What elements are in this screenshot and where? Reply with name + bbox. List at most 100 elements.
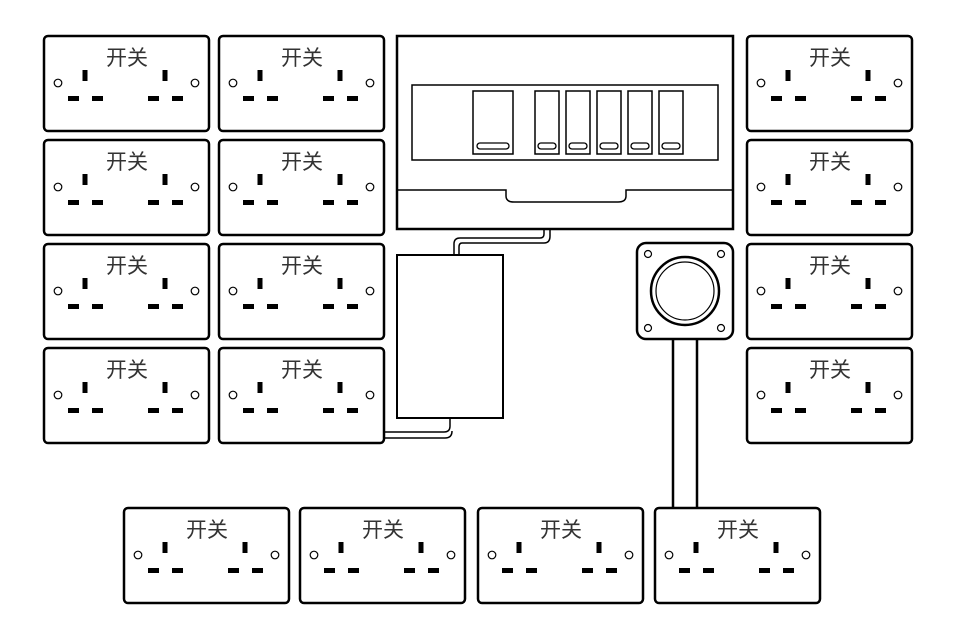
double-power-socket: 开关: [217, 346, 386, 445]
screw-hole: [893, 78, 903, 88]
circuit-breaker: [534, 90, 560, 155]
power-sockets: 开关开关开关开关开关开关开关开关开关开关开关开关开关开关开关开关: [42, 34, 914, 605]
screw-hole: [228, 286, 238, 296]
socket-switch-mark: 开关: [281, 46, 323, 70]
socket-switch-mark: 开关: [809, 254, 851, 278]
socket-switch-mark: 开关: [281, 358, 323, 382]
socket-outlet: [324, 542, 359, 573]
socket-outlet: [243, 382, 278, 413]
socket-switch-mark: 开关: [106, 46, 148, 70]
double-power-socket: 开关: [217, 138, 386, 237]
socket-outlet: [404, 542, 439, 573]
socket-switch-mark: 开关: [106, 150, 148, 174]
cable-consumer-unit-to-junction-box: [453, 229, 551, 255]
socket-outlet: [582, 542, 617, 573]
screw-hole: [446, 550, 456, 560]
screw-hole: [309, 550, 319, 560]
socket-outlet: [323, 382, 358, 413]
circuit-breaker: [596, 90, 622, 155]
socket-outlet: [851, 70, 886, 101]
socket-outlet: [679, 542, 714, 573]
socket-outlet: [68, 174, 103, 205]
socket-switch-mark: 开关: [809, 150, 851, 174]
double-power-socket: 开关: [745, 34, 914, 133]
conduit-outlet-to-socket: [671, 339, 699, 508]
screw-hole: [190, 286, 200, 296]
double-power-socket: 开关: [217, 242, 386, 341]
screw-hole: [270, 550, 280, 560]
screw-hole: [756, 286, 766, 296]
double-power-socket: 开关: [476, 506, 645, 605]
socket-outlet: [148, 278, 183, 309]
double-power-socket: 开关: [42, 138, 211, 237]
socket-switch-mark: 开关: [540, 518, 582, 542]
socket-switch-mark: 开关: [281, 254, 323, 278]
double-power-socket: 开关: [122, 506, 291, 605]
main-switch: [472, 90, 514, 155]
junction-box: [396, 254, 504, 419]
circuit-breakers: [534, 90, 684, 155]
screw-hole: [893, 286, 903, 296]
screw-hole: [53, 390, 63, 400]
circuit-breaker: [658, 90, 684, 155]
socket-outlet: [148, 174, 183, 205]
double-power-socket: 开关: [745, 138, 914, 237]
screw-hole: [365, 390, 375, 400]
screw-hole: [624, 550, 634, 560]
socket-outlet: [148, 542, 183, 573]
screw-hole: [756, 78, 766, 88]
screw-hole: [365, 78, 375, 88]
socket-switch-mark: 开关: [106, 358, 148, 382]
screw-hole: [801, 550, 811, 560]
socket-outlet: [771, 278, 806, 309]
screw-hole: [756, 182, 766, 192]
socket-outlet: [771, 174, 806, 205]
circuit-breaker: [627, 90, 653, 155]
screw-hole: [190, 390, 200, 400]
socket-outlet: [148, 70, 183, 101]
screw-hole: [365, 182, 375, 192]
screw-hole: [228, 390, 238, 400]
socket-outlet: [243, 70, 278, 101]
socket-outlet: [228, 542, 263, 573]
circuit-breaker: [565, 90, 591, 155]
socket-outlet: [68, 382, 103, 413]
socket-outlet: [851, 278, 886, 309]
socket-outlet: [148, 382, 183, 413]
screw-hole: [190, 78, 200, 88]
socket-outlet: [771, 70, 806, 101]
screw-hole: [228, 78, 238, 88]
double-power-socket: 开关: [42, 34, 211, 133]
socket-switch-mark: 开关: [281, 150, 323, 174]
round-cable-outlet: [635, 241, 735, 341]
cable-junction-box-to-sockets: [384, 418, 453, 439]
socket-outlet: [502, 542, 537, 573]
screw-hole: [893, 390, 903, 400]
socket-outlet: [68, 278, 103, 309]
screw-hole: [487, 550, 497, 560]
screw-hole: [228, 182, 238, 192]
screw-hole: [53, 182, 63, 192]
screw-hole: [133, 550, 143, 560]
double-power-socket: 开关: [298, 506, 467, 605]
socket-outlet: [323, 70, 358, 101]
socket-outlet: [323, 278, 358, 309]
screw-hole: [190, 182, 200, 192]
double-power-socket: 开关: [42, 346, 211, 445]
socket-switch-mark: 开关: [362, 518, 404, 542]
socket-outlet: [851, 174, 886, 205]
socket-switch-mark: 开关: [809, 358, 851, 382]
consumer-unit-cover-line: [398, 189, 732, 203]
socket-switch-mark: 开关: [809, 46, 851, 70]
socket-outlet: [771, 382, 806, 413]
screw-hole: [664, 550, 674, 560]
socket-switch-mark: 开关: [106, 254, 148, 278]
socket-outlet: [323, 174, 358, 205]
socket-outlet: [851, 382, 886, 413]
socket-outlet: [243, 278, 278, 309]
consumer-unit: [395, 34, 735, 231]
double-power-socket: 开关: [745, 242, 914, 341]
double-power-socket: 开关: [745, 346, 914, 445]
